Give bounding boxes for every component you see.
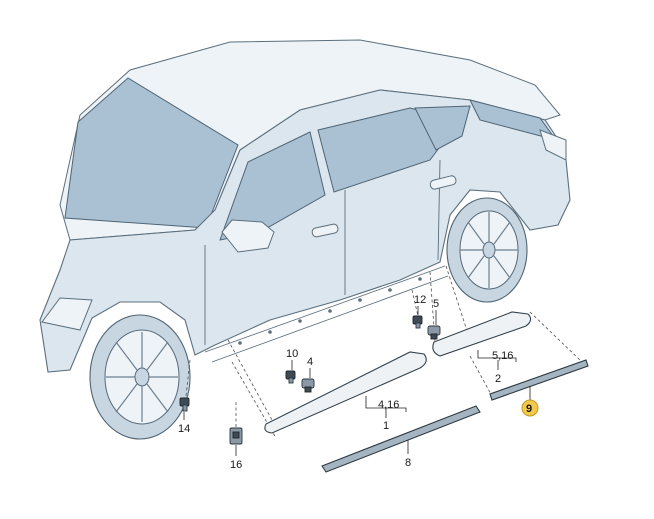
callout-16: 16: [230, 459, 242, 471]
callout-4-16: 4,16: [378, 399, 399, 411]
car-quarter-window: [414, 105, 471, 151]
part-9-highlight-badge: [521, 399, 539, 417]
car-illustration: [39, 39, 571, 373]
callout-12: 12: [414, 294, 426, 306]
callout-9: 9: [526, 403, 532, 415]
car-side-body: [39, 89, 571, 373]
part-2-trim-strip: [432, 311, 532, 357]
rear-wheel: [446, 197, 528, 303]
callout-8: 8: [405, 457, 411, 469]
callout-5-16: 5,16: [492, 350, 513, 362]
clip-5: [427, 325, 441, 340]
clip-4: [301, 378, 315, 393]
clip-12: [412, 315, 423, 329]
leader-lines: [183, 306, 531, 456]
callout-1: 1: [383, 420, 389, 432]
car-headlight: [41, 297, 93, 331]
clip-14: [179, 397, 190, 412]
side-mirror: [221, 219, 275, 253]
callout-14: 14: [178, 423, 190, 435]
callout-4: 4: [307, 356, 313, 368]
car-taillight: [539, 129, 567, 161]
callout-5: 5: [433, 298, 439, 310]
part-1-trim-strip: [264, 351, 427, 434]
part-9-strip: [489, 359, 589, 401]
front-door-handle: [311, 223, 339, 238]
sill-clip-holes: [238, 277, 422, 345]
callout-10: 10: [286, 348, 298, 360]
car-windshield: [64, 77, 239, 229]
part-8-sill-strip: [321, 405, 481, 473]
clip-16: [229, 427, 243, 445]
clip-10: [285, 370, 296, 384]
callout-2: 2: [495, 373, 501, 385]
front-wheel: [89, 314, 191, 440]
rear-door-handle: [429, 175, 457, 190]
